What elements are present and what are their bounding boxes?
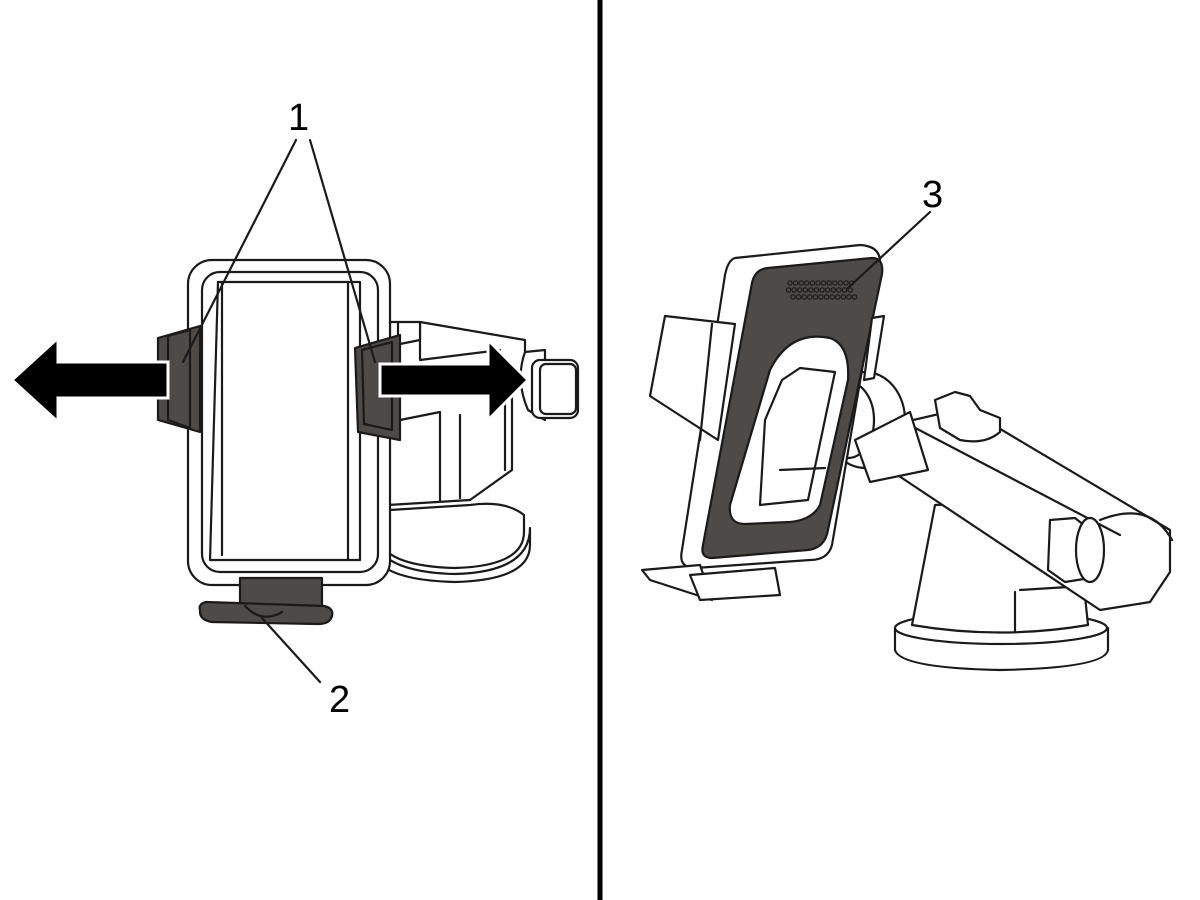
vent-dot xyxy=(798,280,804,286)
vent-dot-grid xyxy=(785,280,858,300)
left-panel-holder-front-view: 1 2 xyxy=(9,97,580,721)
vent-dot xyxy=(801,294,807,300)
vent-dot xyxy=(823,294,830,300)
vent-dot xyxy=(832,280,838,286)
vent-dot xyxy=(826,280,832,286)
bottom-support-foot xyxy=(198,576,334,626)
vent-dot xyxy=(846,294,852,300)
vent-dot xyxy=(829,294,835,300)
vent-dot xyxy=(808,287,814,293)
cradle-side-grips xyxy=(648,314,886,442)
vent-dot xyxy=(851,294,858,300)
vent-dot xyxy=(843,280,849,286)
vent-dot xyxy=(815,280,821,286)
arrow-left xyxy=(9,334,170,426)
right-panel-holder-angled-view: 3 xyxy=(640,174,1174,672)
vent-dot xyxy=(837,280,844,286)
vent-dot xyxy=(807,294,813,300)
suction-base-rear xyxy=(370,502,532,584)
callout-3: 3 xyxy=(922,174,943,216)
vent-dot xyxy=(847,287,853,293)
leader-line-1a xyxy=(181,138,298,364)
vent-dot xyxy=(809,280,816,286)
vent-dot xyxy=(791,287,797,293)
arm-hinge-knob xyxy=(1046,516,1106,584)
vent-dot xyxy=(795,294,802,300)
vent-dot xyxy=(787,280,793,286)
vent-dot xyxy=(820,280,827,286)
vent-dot xyxy=(785,287,792,293)
phone-cradle xyxy=(186,258,392,587)
vent-dot xyxy=(802,287,809,293)
vent-dot xyxy=(819,287,825,293)
vent-dot xyxy=(835,294,841,300)
vent-dot xyxy=(792,280,799,286)
leader-line-1b xyxy=(308,138,377,364)
callout-2: 2 xyxy=(329,679,350,721)
vent-dot xyxy=(818,294,824,300)
release-knob xyxy=(519,348,580,422)
cradle-bottom-foot xyxy=(640,563,782,602)
vent-dot xyxy=(804,280,810,286)
mount-arm-body xyxy=(386,320,527,507)
vent-dot xyxy=(790,294,796,300)
vent-dot xyxy=(824,287,831,293)
vent-dot xyxy=(813,287,820,293)
vent-dot xyxy=(840,294,847,300)
callout-1: 1 xyxy=(288,97,309,139)
vent-dot xyxy=(796,287,803,293)
arrow-right xyxy=(378,336,531,424)
vent-dot xyxy=(841,287,848,293)
vent-dot xyxy=(830,287,837,293)
vent-dot xyxy=(812,294,819,300)
leader-line-3 xyxy=(846,210,932,290)
vent-dot xyxy=(836,287,842,293)
leader-line-2 xyxy=(260,616,322,684)
